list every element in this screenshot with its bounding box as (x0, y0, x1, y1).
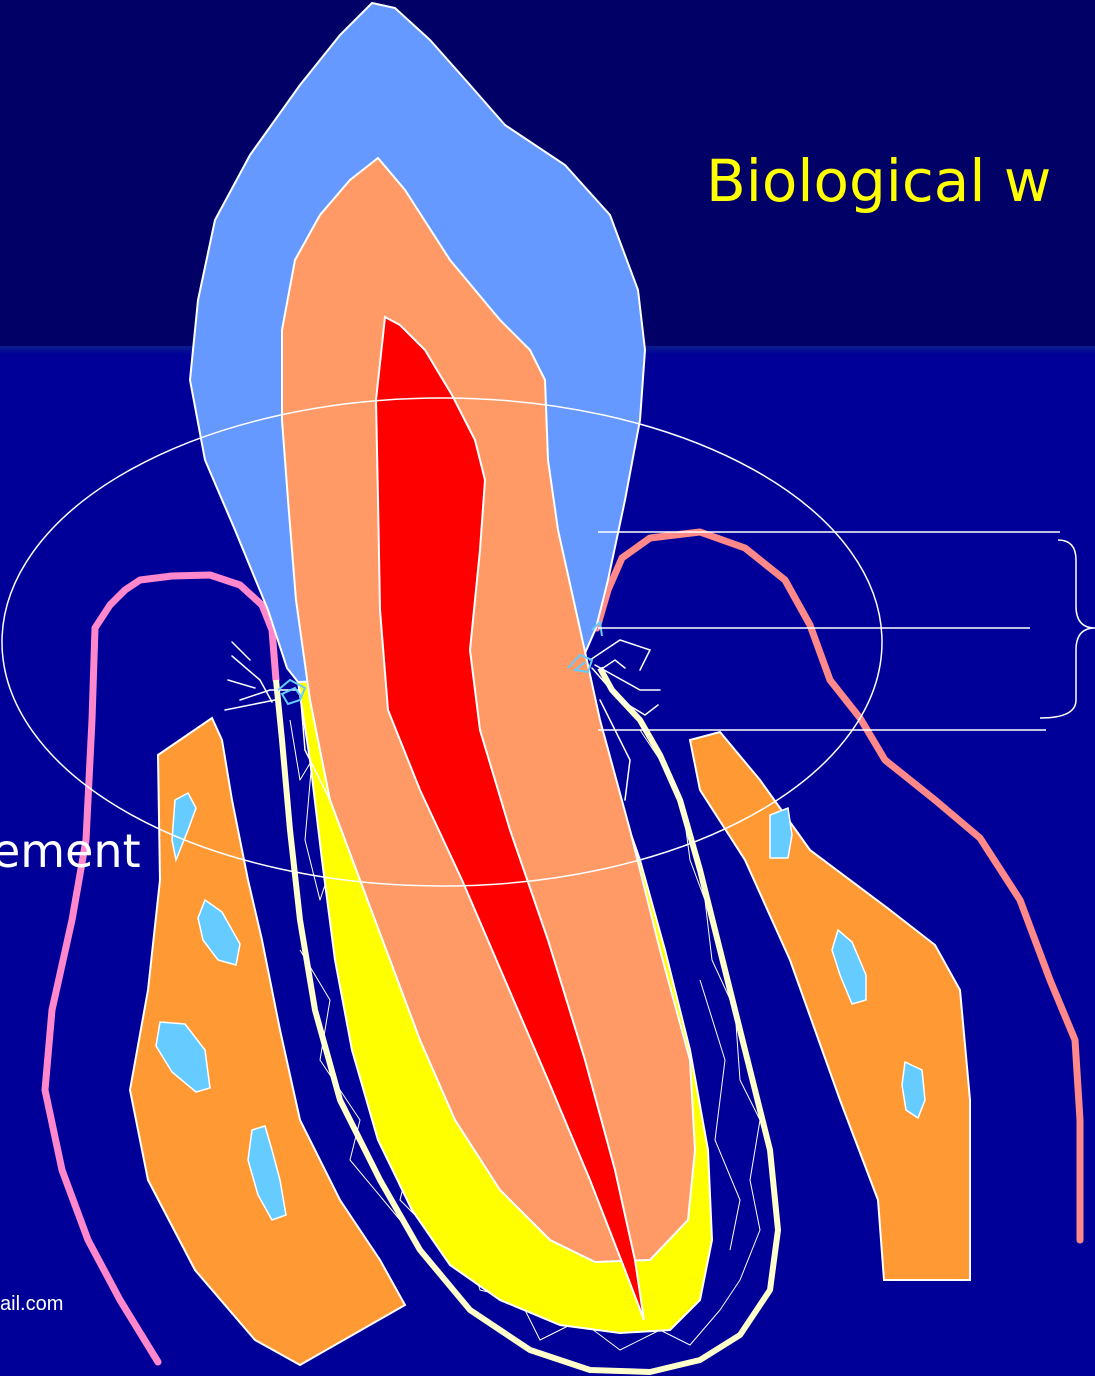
biological-width-brace (1040, 540, 1095, 718)
side-label: ement (0, 828, 141, 874)
marrow-space (902, 1062, 925, 1118)
footer-email: ail.com (0, 1294, 63, 1314)
marrow-space (770, 808, 792, 858)
